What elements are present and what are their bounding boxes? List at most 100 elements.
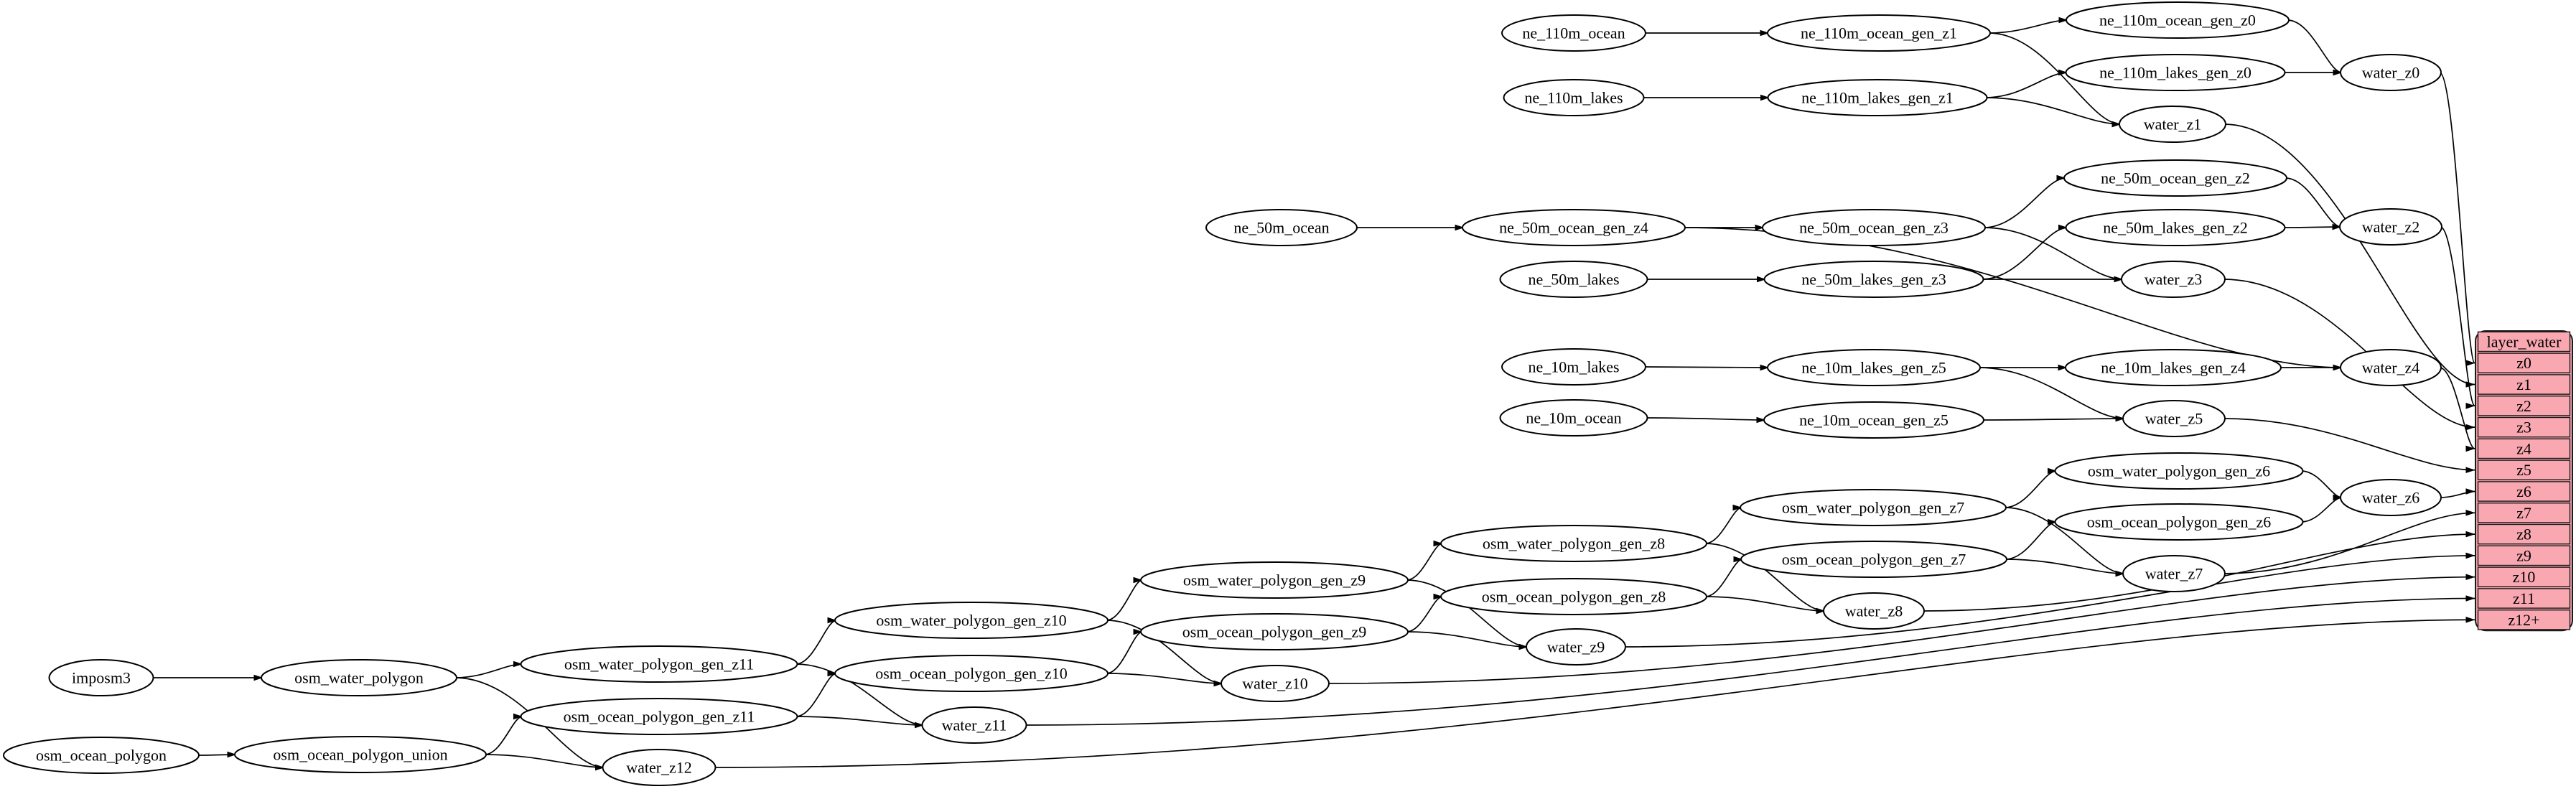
node-water_z1-label: water_z1 bbox=[2144, 116, 2202, 134]
node-osm_water_polygon_gen_z9-ellipse bbox=[1140, 561, 1409, 599]
node-ne_110m_ocean: ne_110m_ocean bbox=[1501, 14, 1646, 52]
table-cell-z1 bbox=[2477, 374, 2571, 395]
node-ne_110m_ocean_gen_z0: ne_110m_ocean_gen_z0 bbox=[2066, 1, 2290, 39]
edge-water_z6-to-layer_water-z6 bbox=[2439, 488, 2475, 498]
node-osm_ocean_polygon_gen_z11: osm_ocean_polygon_gen_z11 bbox=[520, 698, 798, 735]
node-water_z3: water_z3 bbox=[2121, 261, 2226, 298]
table-cell-z6-label: z6 bbox=[2516, 482, 2531, 500]
node-water_z5-ellipse bbox=[2122, 400, 2226, 437]
node-ne_110m_lakes_gen_z1-label: ne_110m_lakes_gen_z1 bbox=[1801, 89, 1954, 107]
node-ne_10m_lakes-ellipse bbox=[1501, 348, 1646, 386]
edge-osm_ocean_polygon_gen_z7-to-osm_ocean_polygon_gen_z6 bbox=[2005, 518, 2057, 560]
node-water_z2-label: water_z2 bbox=[2362, 218, 2420, 236]
node-water_z8: water_z8 bbox=[1823, 592, 1925, 630]
node-water_z12: water_z12 bbox=[602, 749, 717, 786]
edge-water_z12-to-layer_water-z12+ bbox=[714, 617, 2475, 768]
node-water_z0-ellipse bbox=[2340, 54, 2442, 91]
node-ne_10m_lakes_gen_z5-ellipse bbox=[1767, 349, 1981, 386]
edge-osm_water_polygon_gen_z9-to-osm_water_polygon_gen_z8 bbox=[1406, 540, 1443, 581]
table-cell-z6 bbox=[2477, 481, 2571, 502]
node-water_z3-ellipse bbox=[2121, 261, 2226, 298]
node-osm_ocean_polygon_gen_z10-ellipse bbox=[834, 655, 1109, 692]
table-cell-z11-label: z11 bbox=[2513, 589, 2535, 607]
node-osm_ocean_polygon: osm_ocean_polygon bbox=[3, 737, 200, 774]
node-ne_50m_lakes: ne_50m_lakes bbox=[1499, 261, 1648, 298]
edge-water_z7-to-layer_water-z7 bbox=[2223, 510, 2475, 574]
table-cell-layer_water-label: layer_water bbox=[2487, 332, 2562, 350]
node-ne_10m_ocean_gen_z5: ne_10m_ocean_gen_z5 bbox=[1763, 401, 1984, 439]
node-osm_ocean_polygon_gen_z7-label: osm_ocean_polygon_gen_z7 bbox=[1782, 551, 1966, 569]
table-row-z2: z2 bbox=[2477, 396, 2571, 416]
node-water_z9-label: water_z9 bbox=[1547, 638, 1605, 656]
node-osm_water_polygon_gen_z11: osm_water_polygon_gen_z11 bbox=[520, 645, 798, 683]
node-ne_50m_lakes_gen_z3: ne_50m_lakes_gen_z3 bbox=[1763, 261, 1984, 298]
edge-osm_water_polygon_gen_z7-to-osm_water_polygon_gen_z6 bbox=[2004, 467, 2057, 508]
edge-ne_50m_lakes_gen_z2-to-water_z2 bbox=[2283, 223, 2342, 230]
table-row-z3: z3 bbox=[2477, 416, 2571, 438]
node-water_z11-ellipse bbox=[921, 706, 1027, 744]
node-ne_50m_ocean-ellipse bbox=[1205, 209, 1358, 246]
node-water_z10-ellipse bbox=[1221, 665, 1330, 702]
node-osm_ocean_polygon_gen_z8-ellipse bbox=[1440, 578, 1707, 615]
node-ne_50m_ocean_gen_z4: ne_50m_ocean_gen_z4 bbox=[1462, 209, 1686, 246]
edge-water_z9-to-layer_water-z9 bbox=[1623, 552, 2475, 648]
table-row-z4: z4 bbox=[2477, 438, 2571, 459]
node-water_z10-label: water_z10 bbox=[1242, 675, 1308, 693]
edge-osm_ocean_polygon_gen_z8-to-water_z8 bbox=[1704, 596, 1826, 615]
node-ne_110m_ocean_gen_z0-ellipse bbox=[2066, 1, 2290, 39]
table-row-z5: z5 bbox=[2477, 459, 2571, 480]
node-ne_50m_ocean: ne_50m_ocean bbox=[1205, 209, 1358, 246]
edge-osm_ocean_polygon_gen_z10-to-water_z10 bbox=[1106, 673, 1223, 687]
node-ne_50m_ocean-label: ne_50m_ocean bbox=[1233, 219, 1329, 237]
node-water_z10: water_z10 bbox=[1221, 665, 1330, 702]
edge-osm_ocean_polygon_gen_z11-to-osm_ocean_polygon_gen_z10 bbox=[795, 670, 837, 717]
node-water_z11: water_z11 bbox=[921, 706, 1027, 744]
node-ne_50m_ocean_gen_z2-ellipse bbox=[2063, 159, 2287, 197]
edge-osm_water_polygon_gen_z11-to-osm_water_polygon_gen_z10 bbox=[795, 617, 837, 665]
edge-osm_water_polygon_gen_z9-to-water_z9 bbox=[1406, 579, 1529, 650]
edge-water_z1-to-layer_water-z1 bbox=[2223, 123, 2475, 388]
node-ne_50m_ocean_gen_z2-label: ne_50m_ocean_gen_z2 bbox=[2101, 169, 2250, 187]
node-osm_water_polygon_gen_z10-label: osm_water_polygon_gen_z10 bbox=[876, 612, 1066, 630]
node-ne_10m_lakes: ne_10m_lakes bbox=[1501, 348, 1646, 386]
node-ne_10m_ocean-ellipse bbox=[1499, 399, 1648, 436]
edge-ne_110m_ocean_gen_z1-to-water_z1 bbox=[1988, 32, 2122, 128]
edge-water_z4-to-layer_water-z4 bbox=[2439, 367, 2475, 452]
edge-water_z0-to-layer_water-z0 bbox=[2439, 72, 2475, 366]
node-ne_10m_ocean-label: ne_10m_ocean bbox=[1526, 409, 1621, 427]
node-water_z11-label: water_z11 bbox=[942, 716, 1007, 734]
node-ne_50m_ocean_gen_z4-label: ne_50m_ocean_gen_z4 bbox=[1499, 219, 1648, 237]
table-cell-z8-label: z8 bbox=[2516, 526, 2531, 543]
node-ne_110m_lakes_gen_z0-label: ne_110m_lakes_gen_z0 bbox=[2099, 64, 2251, 82]
node-osm_ocean_polygon_gen_z8-label: osm_ocean_polygon_gen_z8 bbox=[1482, 588, 1666, 606]
node-ne_50m_lakes_gen_z2-ellipse bbox=[2065, 209, 2286, 246]
node-ne_110m_ocean-label: ne_110m_ocean bbox=[1522, 24, 1625, 42]
node-osm_water_polygon_gen_z8-ellipse bbox=[1440, 525, 1707, 562]
table-cell-z2-label: z2 bbox=[2516, 397, 2531, 415]
node-ne_50m_lakes_gen_z2-label: ne_50m_lakes_gen_z2 bbox=[2103, 219, 2248, 237]
table-cell-z11 bbox=[2477, 588, 2571, 609]
node-water_z9-ellipse bbox=[1526, 628, 1626, 666]
node-osm_water_polygon_gen_z6-ellipse bbox=[2054, 452, 2304, 490]
node-osm_ocean_polygon_gen_z7: osm_ocean_polygon_gen_z7 bbox=[1740, 541, 2007, 578]
node-osm_ocean_polygon_union: osm_ocean_polygon_union bbox=[234, 736, 487, 773]
edge-osm_water_polygon-to-osm_water_polygon_gen_z11 bbox=[454, 660, 523, 678]
node-water_z9: water_z9 bbox=[1526, 628, 1626, 666]
node-ne_110m_lakes: ne_110m_lakes bbox=[1503, 79, 1645, 116]
node-osm_water_polygon_gen_z7-label: osm_water_polygon_gen_z7 bbox=[1782, 499, 1964, 517]
edge-osm_water_polygon_gen_z8-to-osm_water_polygon_gen_z7 bbox=[1704, 504, 1742, 544]
edge-osm_water_polygon_gen_z7-to-water_z7 bbox=[2004, 507, 2125, 577]
node-osm_ocean_polygon_gen_z8: osm_ocean_polygon_gen_z8 bbox=[1440, 578, 1707, 615]
node-osm_water_polygon_gen_z10: osm_water_polygon_gen_z10 bbox=[834, 602, 1109, 639]
node-water_z5-label: water_z5 bbox=[2145, 410, 2203, 428]
node-osm_ocean_polygon_union-label: osm_ocean_polygon_union bbox=[273, 746, 447, 764]
table-cell-z3-label: z3 bbox=[2516, 419, 2531, 436]
table-cell-z9-label: z9 bbox=[2516, 546, 2531, 564]
node-ne_50m_lakes_gen_z3-label: ne_50m_lakes_gen_z3 bbox=[1801, 271, 1946, 289]
node-osm_ocean_polygon_gen_z6-ellipse bbox=[2054, 503, 2304, 541]
node-water_z12-label: water_z12 bbox=[626, 759, 692, 777]
table-cell-z2 bbox=[2477, 396, 2571, 416]
node-water_z6-ellipse bbox=[2340, 479, 2442, 516]
node-osm_water_polygon_gen_z6: osm_water_polygon_gen_z6 bbox=[2054, 452, 2304, 490]
